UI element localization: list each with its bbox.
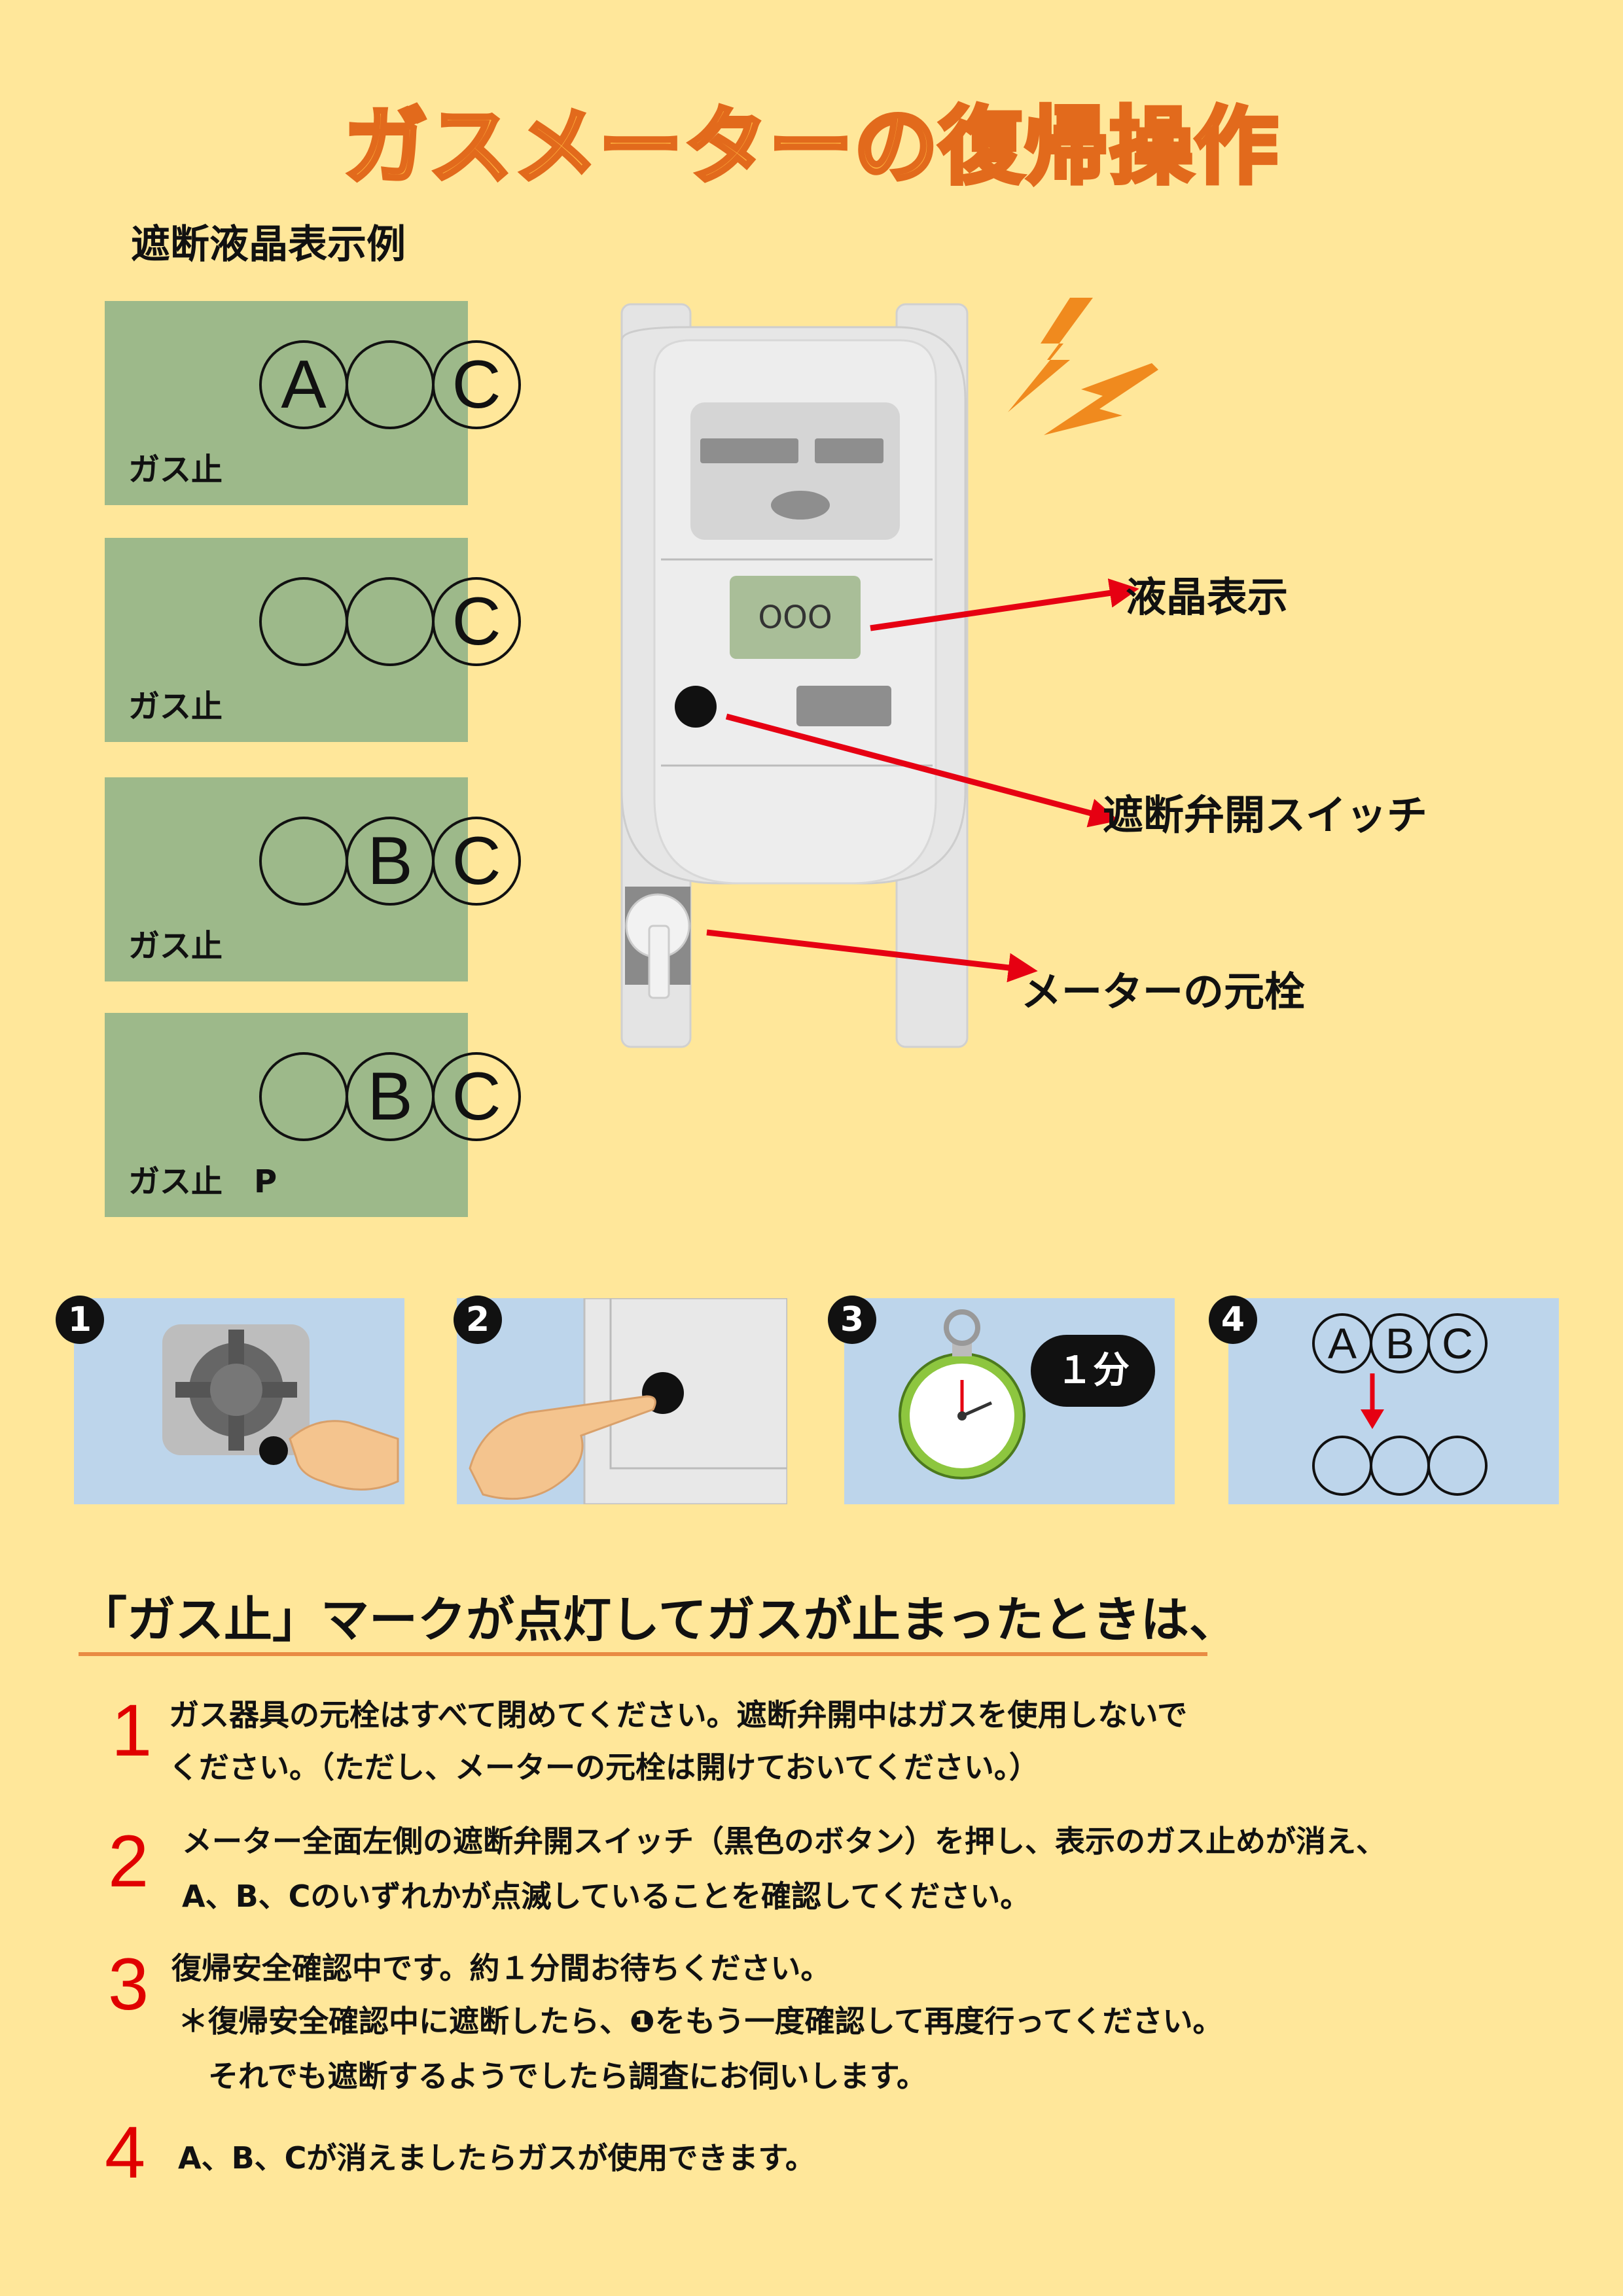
lcd-circle: C [432,817,521,906]
lcd-examples-heading: 遮断液晶表示例 [131,222,406,268]
step-badge: 2 [454,1296,502,1344]
gas-meter-illustration: OOO [620,298,1158,1048]
step-number: 1 [111,1689,152,1771]
step-text-line: 復帰安全確認中です。約１分間お待ちください。 [171,1951,831,1986]
section-divider [79,1652,1207,1656]
lcd-circle: C [432,1052,521,1141]
step-text-line: ガス器具の元栓はすべて閉めてください。遮断弁開中はガスを使用しないで [169,1697,1188,1733]
lcd-circle: B [346,817,435,906]
lightning-icon [1008,298,1093,412]
switch-callout-label: 遮断弁開スイッチ [1103,791,1428,839]
step-number: 4 [105,2111,146,2193]
lcd-example-panel: C ガス止 [105,538,521,742]
lcd-circle: C [1427,1313,1488,1373]
step-panel-1 [74,1298,404,1504]
lcd-circle: C [432,340,521,429]
lcd-pointer-arrow [870,578,1139,631]
step-badge: 3 [828,1296,876,1344]
step-panel-2 [457,1297,789,1506]
step-number: 3 [108,1943,149,2025]
step-text-line: A、B、Cが消えましたらガスが使用できます。 [178,2140,815,2176]
lcd-status-label: ガス止 [128,688,223,725]
lcd-circle [259,817,348,906]
press-button-illustration [469,1297,789,1506]
step-badge: 1 [56,1296,104,1344]
lcd-circle [259,577,348,666]
switch-pointer-arrow [725,713,1119,828]
step-text-line: それでも遮断するようでしたら調査にお伺いします。 [208,2058,927,2094]
lcd-circle [346,577,435,666]
lcd-circle [346,340,435,429]
step-badge: 4 [1209,1296,1257,1344]
lcd-status-label: ガス止 [128,451,223,488]
lcd-circle: B [346,1052,435,1141]
lcd-example-panel: B C ガス止 P [105,1013,521,1217]
section-title: 「ガス止」マークが点灯してガスが止まったときは、 [79,1592,1238,1648]
lcd-circle: A [1312,1313,1372,1373]
meter-lcd-text: OOO [758,599,832,636]
step-text-line: メーター全面左側の遮断弁開スイッチ（黒色のボタン）を押し、表示のガス止めが消え、 [182,1824,1386,1859]
valve-pointer-arrow [706,929,1038,983]
shutoff-switch [675,686,717,728]
stopwatch-icon [899,1309,1026,1479]
time-bubble-text: １分 [1056,1349,1130,1392]
time-bubble: １分 [1031,1335,1155,1407]
valve-callout-label: メーターの元栓 [1021,968,1306,1016]
lcd-circle: C [432,577,521,666]
lcd-circle [259,1052,348,1141]
lcd-circle [1312,1436,1372,1496]
step-text-line: ください。（ただし、メーターの元栓は開けておいてください。） [169,1750,1039,1785]
down-arrow-icon [1361,1373,1384,1429]
lightning-icon [1044,363,1158,435]
page-title: ガスメーターの復帰操作 [342,96,1280,198]
lcd-example-panel: A C ガス止 [105,301,521,505]
lcd-circle: A [259,340,348,429]
step-number: 2 [108,1820,149,1902]
lcd-example-panel: B C ガス止 [105,777,521,981]
step-text-line: ＊復帰安全確認中に遮断したら、❶をもう一度確認して再度行ってください。 [178,2004,1223,2039]
lcd-circle [1427,1436,1488,1496]
step-text-line: A、B、Cのいずれかが点滅していることを確認してください。 [182,1879,1031,1914]
valve-handle-illustration [162,1324,399,1491]
step-panel-4: A B C [1228,1298,1559,1504]
lcd-circle [1370,1436,1430,1496]
lcd-callout-label: 液晶表示 [1126,573,1289,621]
lcd-status-label: ガス止 [128,928,223,964]
lcd-status-label: ガス止 P [128,1163,277,1200]
lcd-circle: B [1370,1313,1430,1373]
